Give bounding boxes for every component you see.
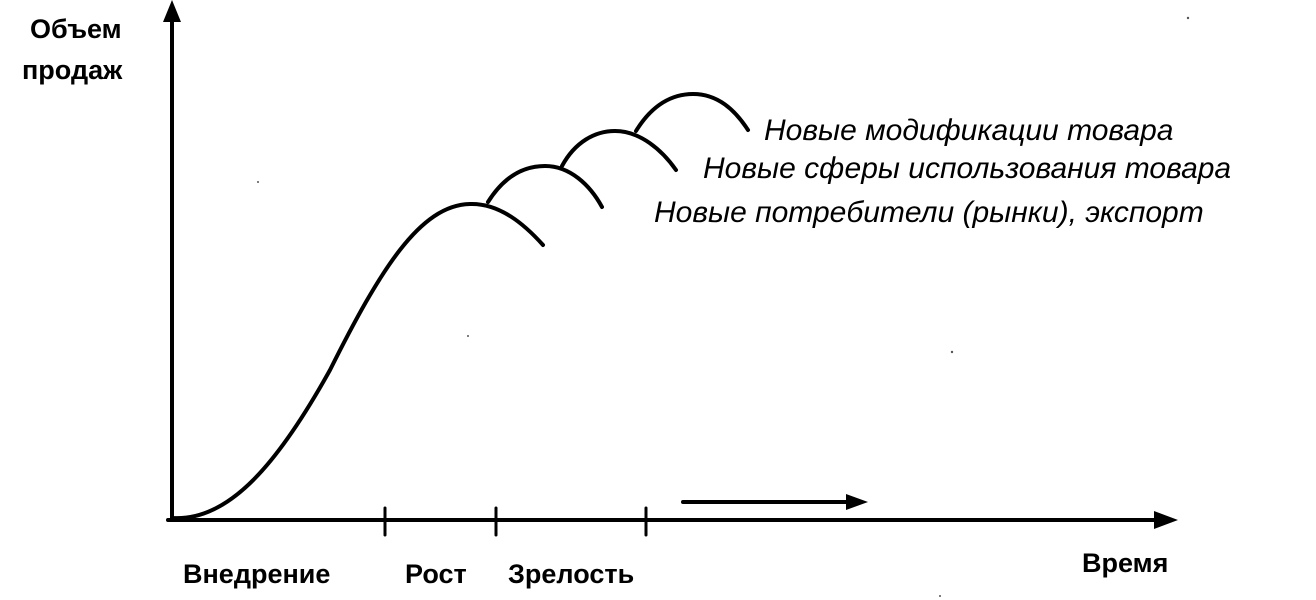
extension-arc-3 <box>634 92 750 133</box>
y-axis-label-line2: продаж <box>22 55 123 85</box>
x-axis-arrowhead <box>1154 511 1178 529</box>
scan-speck <box>467 335 469 337</box>
scan-speck <box>1186 16 1190 20</box>
extension-arc-1 <box>486 164 604 209</box>
branch-label-new-consumers: Новые потребители (рынки), экспорт <box>654 196 1204 229</box>
scan-speck <box>939 595 941 597</box>
stage-label-growth: Рост <box>405 559 467 589</box>
branch-label-new-modifications: Новые модификации товара <box>764 114 1173 147</box>
y-axis-arrowhead <box>163 0 181 22</box>
stage-label-introduction: Внедрение <box>183 559 330 589</box>
life-cycle-curve <box>170 201 545 521</box>
extension-arc-2 <box>560 129 678 172</box>
branch-label-new-uses: Новые сферы использования товара <box>703 152 1231 185</box>
stage-label-maturity: Зрелость <box>508 559 634 589</box>
time-direction-arrowhead <box>846 494 868 510</box>
x-axis-label: Время <box>1082 548 1168 578</box>
scan-speck <box>950 350 954 354</box>
scan-speck <box>257 181 259 183</box>
y-axis-label-line1: Объем <box>30 14 122 44</box>
